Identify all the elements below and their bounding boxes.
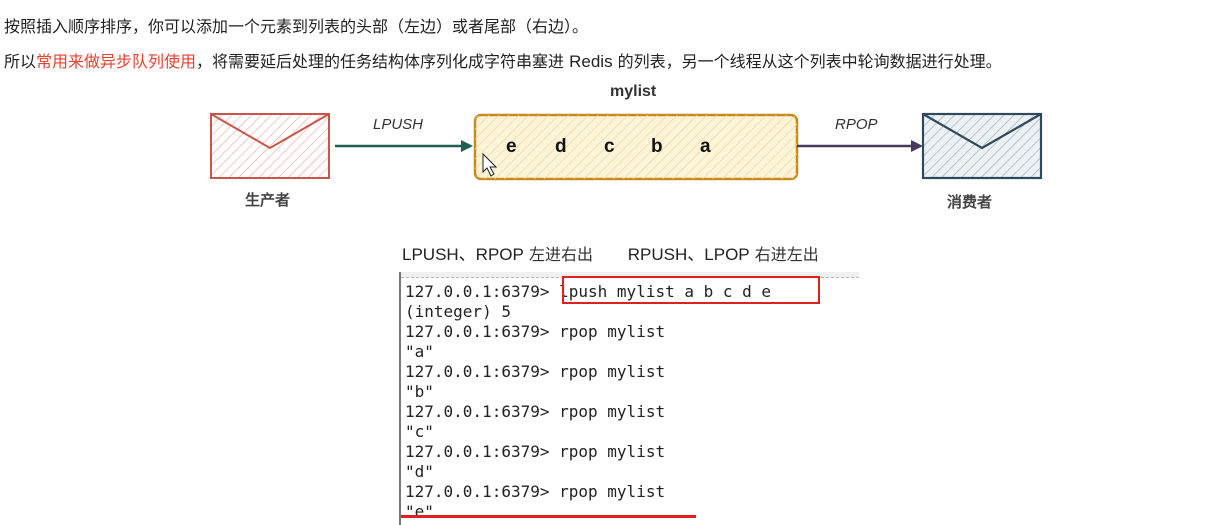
intro-line-2-suffix: 的列表，另一个线程从这个列表中轮询数据进行处理。 [612, 52, 1002, 71]
redis-cli-terminal: 127.0.0.1:6379> lpush mylist a b c d e (… [399, 272, 859, 525]
terminal-line: 127.0.0.1:6379> rpop mylist [405, 402, 666, 421]
terminal-line: 127.0.0.1:6379> rpop mylist [405, 482, 666, 501]
mylist-box [473, 113, 799, 181]
terminal-line: "a" [405, 342, 434, 361]
list-item: a [700, 136, 711, 157]
terminal-line: 127.0.0.1:6379> rpop mylist [405, 442, 666, 461]
terminal-output: 127.0.0.1:6379> lpush mylist a b c d e (… [405, 282, 771, 522]
terminal-line: 127.0.0.1:6379> rpop mylist [405, 322, 666, 341]
intro-highlight: 常用来做异步队列使用 [36, 52, 197, 71]
lpush-arrow [335, 140, 473, 152]
rpop-label: RPOP [835, 116, 878, 133]
producer-envelope-icon [210, 113, 330, 179]
terminal-line: 127.0.0.1:6379> rpop mylist [405, 362, 666, 381]
list-item: e [506, 136, 517, 157]
consumer-envelope-icon [921, 112, 1043, 180]
intro-line-2: 所以常用来做异步队列使用，将需要延后处理的任务结构体序列化成字符串塞进 Redi… [4, 48, 1002, 72]
mylist-title: mylist [610, 83, 657, 100]
intro-line-2-mid: ，将需要延后处理的任务结构体序列化成字符串塞进 [196, 52, 570, 71]
mouse-cursor-icon [482, 152, 498, 177]
terminal-line: "b" [405, 382, 434, 401]
caption-right-commands: RPUSH、LPOP [627, 245, 750, 264]
lpush-label: LPUSH [373, 116, 424, 133]
intro-line-1: 按照插入顺序排序，你可以添加一个元素到列表的头部（左边）或者尾部（右边）。 [4, 13, 588, 37]
queue-diagram: mylist LPUSH RPOP 生产者 消费者 e d c b a [205, 82, 1055, 222]
intro-line-1-text: 按照插入顺序排序，你可以添加一个元素到列表的头部（左边）或者尾部（右边）。 [4, 17, 589, 36]
queue-diagram-graphic [210, 112, 1043, 181]
terminal-line: "e" [405, 502, 434, 521]
list-item: c [604, 136, 615, 157]
terminal-line: "c" [405, 422, 434, 441]
terminal-line: 127.0.0.1:6379> lpush mylist a b c d e [405, 282, 772, 301]
lpush-command-highlight-box [562, 276, 820, 304]
caption-right-desc: 右进左出 [749, 245, 819, 264]
list-item: b [651, 136, 663, 157]
consumer-label: 消费者 [947, 193, 993, 211]
caption-left-commands: LPUSH、RPOP [402, 245, 524, 264]
queue-direction-caption: LPUSH、RPOP 左进右出 RPUSH、LPOP 右进左出 [402, 240, 819, 265]
list-item: d [555, 136, 567, 157]
rpop-arrow [797, 140, 923, 152]
terminal-line: (integer) 5 [405, 302, 511, 321]
terminal-line: "d" [405, 462, 434, 481]
caption-left-desc: 左进右出 [523, 245, 593, 264]
output-highlight-underline [401, 515, 696, 518]
intro-line-2-prefix: 所以 [4, 52, 37, 71]
redis-keyword: Redis [569, 52, 613, 71]
producer-label: 生产者 [245, 191, 291, 209]
